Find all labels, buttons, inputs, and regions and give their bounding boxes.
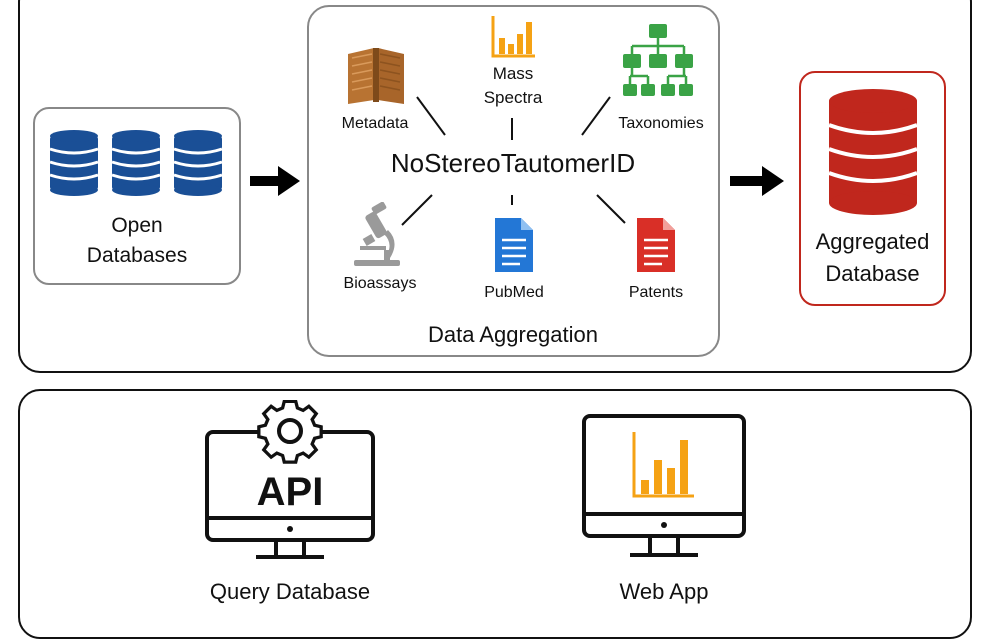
api-monitor-icon (205, 400, 375, 559)
api-screen-text: API (256, 470, 324, 514)
open-databases-label-line1: Open (111, 214, 163, 237)
access-panel (18, 389, 972, 639)
aggregated-database-label-line1: Aggregated (815, 229, 930, 254)
arrow-right-icon (730, 166, 784, 196)
microscope-icon (354, 202, 400, 266)
query-database-label: Query Database (209, 579, 371, 604)
connector-lines (401, 96, 626, 226)
mass-spectra-label-line2: Spectra (483, 88, 543, 107)
open-databases-label-line2: Databases (86, 244, 188, 267)
gear-icon (257, 400, 323, 464)
bar-chart-icon (491, 16, 535, 58)
center-id-label: NoStereoTautomerID (390, 148, 636, 178)
web-app-monitor-icon (582, 414, 746, 557)
aggregated-database-label-line2: Database (825, 261, 920, 286)
database-icon (49, 130, 99, 196)
document-icon-patents (637, 218, 675, 272)
database-icon (111, 130, 161, 196)
book-icon (348, 48, 404, 104)
document-icon-pubmed (495, 218, 533, 272)
taxonomies-label: Taxonomies (618, 115, 704, 132)
hierarchy-tree-icon (623, 24, 693, 96)
metadata-label: Metadata (341, 115, 409, 132)
arrow-right-icon (250, 166, 300, 196)
aggregated-database-icon (828, 89, 918, 215)
database-icons (49, 130, 223, 196)
pubmed-label: PubMed (484, 284, 544, 301)
bar-chart-icon (632, 432, 694, 498)
data-aggregation-caption: Data Aggregation (427, 322, 599, 347)
web-app-label: Web App (619, 579, 709, 604)
bioassays-label: Bioassays (343, 275, 417, 292)
patents-label: Patents (628, 284, 684, 301)
mass-spectra-label-line1: Mass (492, 64, 534, 83)
database-icon (173, 130, 223, 196)
